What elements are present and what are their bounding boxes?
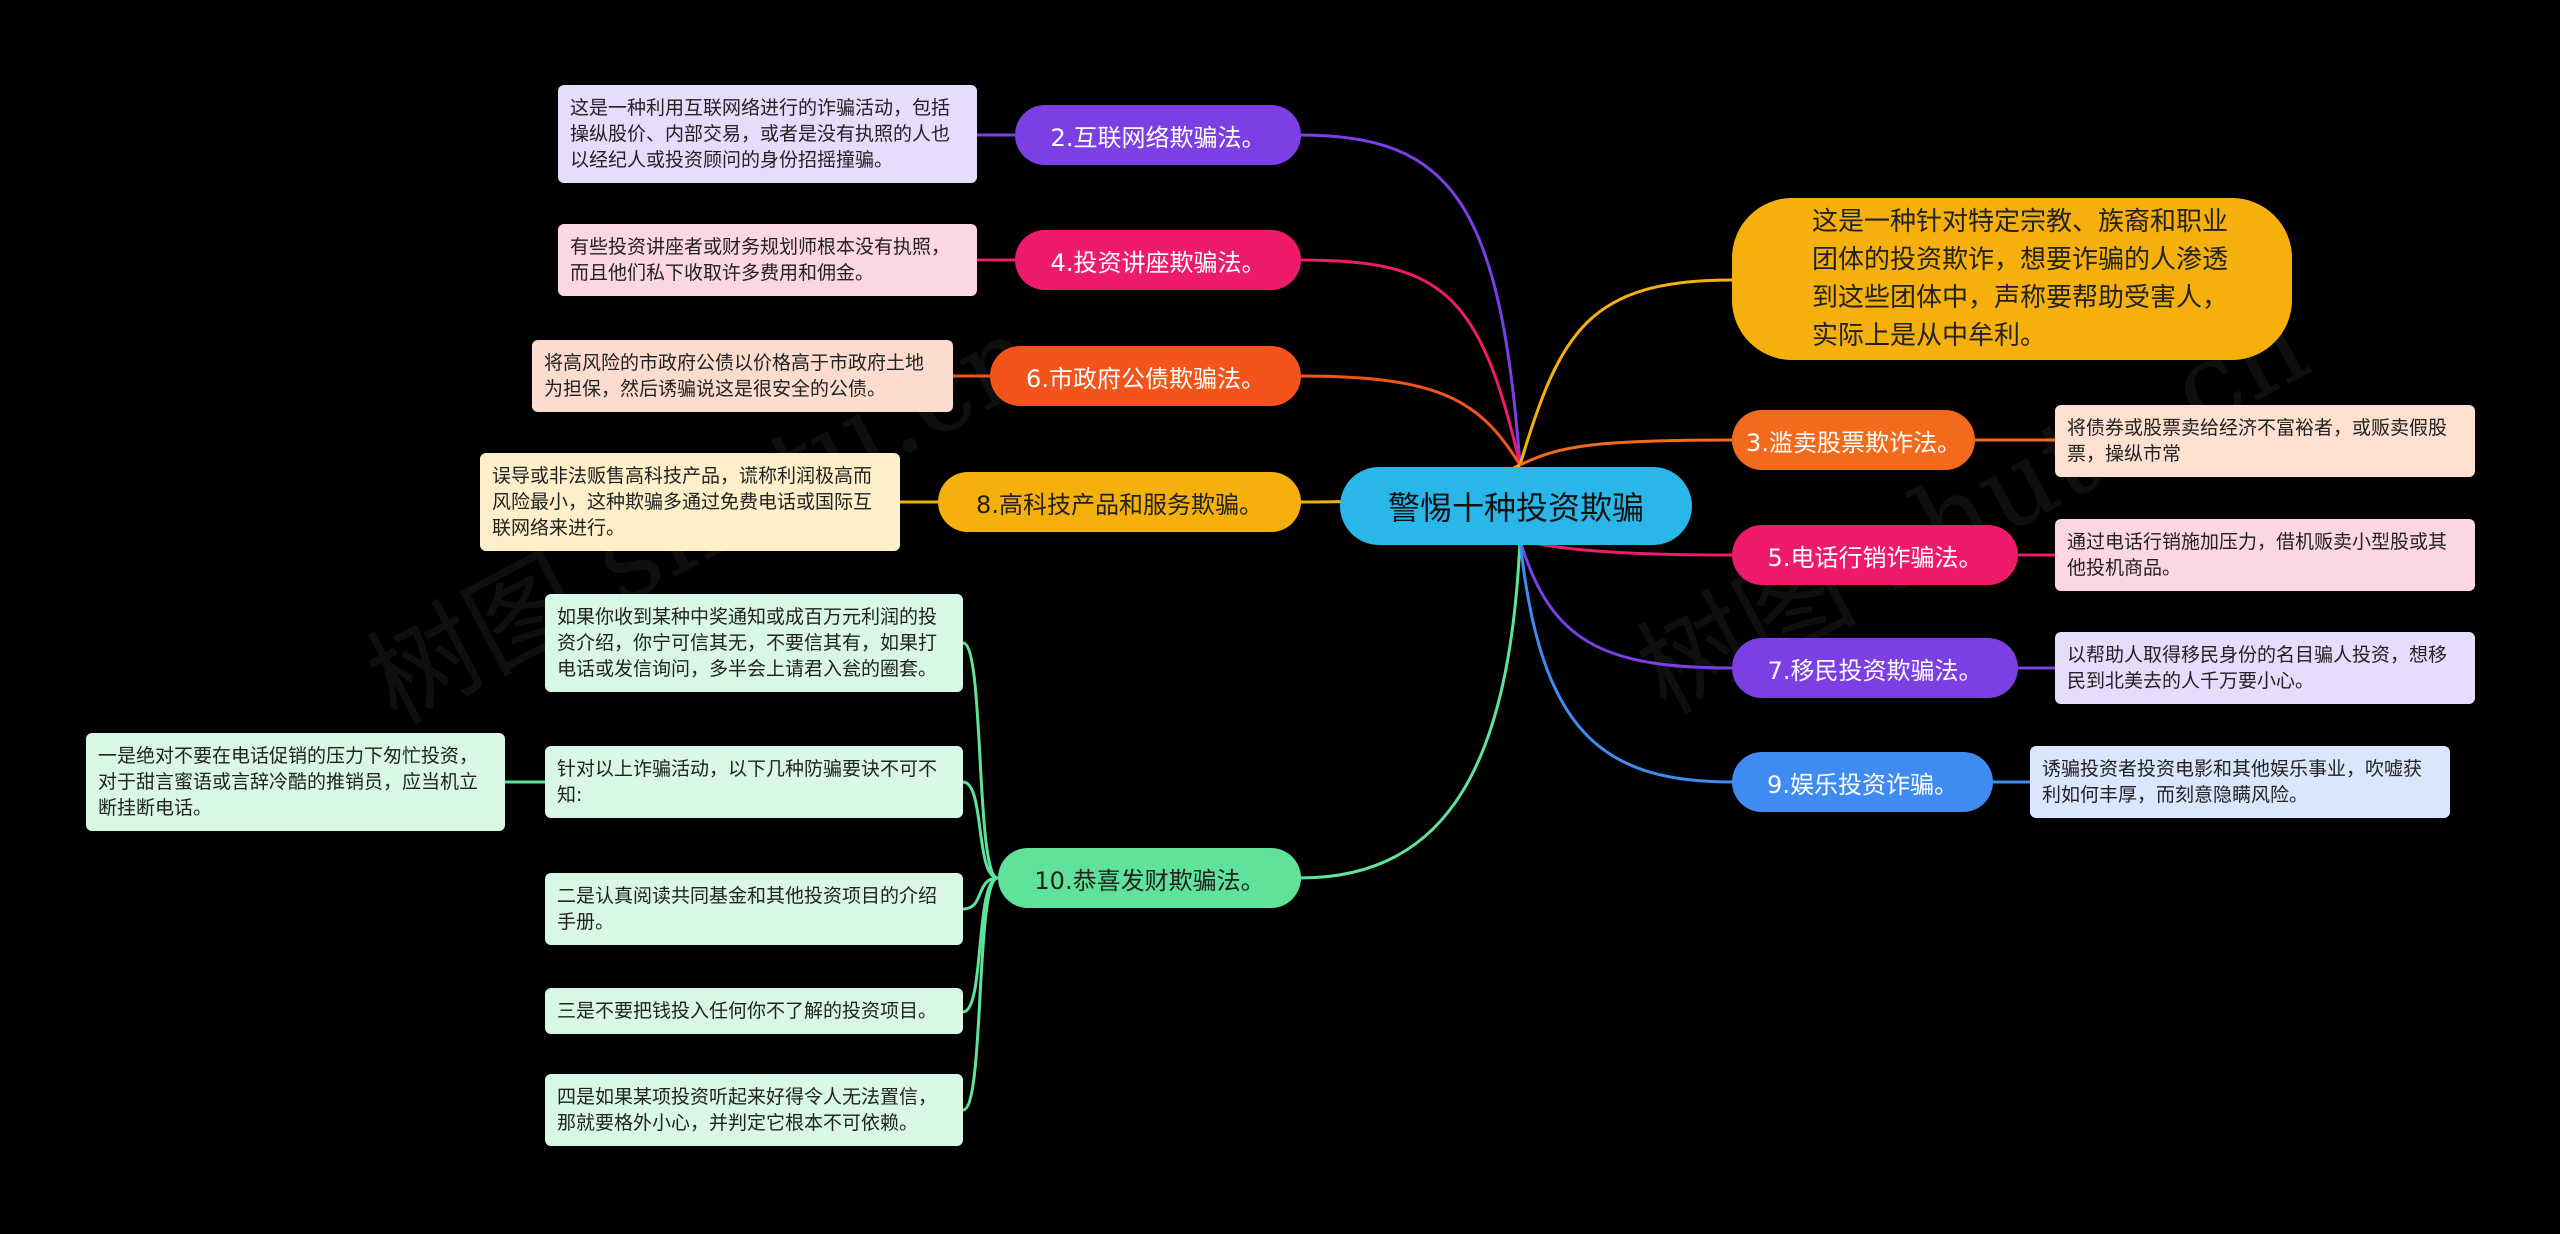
detail-entertainment-fraud: 诱骗投资者投资电影和其他娱乐事业，吹嘘获利如何丰厚，而刻意隐瞒风险。 <box>2030 746 2450 818</box>
link-bubble <box>1518 278 1733 466</box>
detail-tip-three: 三是不要把钱投入任何你不了解的投资项目。 <box>545 988 963 1034</box>
detail-hightech-fraud: 误导或非法贩售高科技产品，谎称利润极高而风险最小，这种欺骗多通过免费电话或国际互… <box>480 453 900 551</box>
detail-internet-fraud: 这是一种利用互联网络进行的诈骗活动，包括操纵股价、内部交易，或者是没有执照的人也… <box>558 85 977 183</box>
detail-tip-one: 一是绝对不要在电话促销的压力下匆忙投资，对于甜言蜜语或言辞冷酷的推销员，应当机立… <box>86 733 505 831</box>
link-10 <box>1299 539 1522 880</box>
detail-seminar-fraud: 有些投资讲座者或财务规划师根本没有执照，而且他们私下收取许多费用和佣金。 <box>558 224 977 296</box>
detail-affinity-fraud: 这是一种针对特定宗教、族裔和职业团体的投资欺诈，想要诈骗的人渗透到这些团体中，声… <box>1732 198 2292 360</box>
detail-immigration-fraud: 以帮助人取得移民身份的名目骗人投资，想移民到北美去的人千万要小心。 <box>2055 632 2475 704</box>
branch-stock-fraud[interactable]: 3.滥卖股票欺诈法。 <box>1732 410 1975 470</box>
link-4 <box>1299 258 1522 466</box>
detail-tips-intro: 针对以上诈骗活动，以下几种防骗要诀不可不知: <box>545 746 963 818</box>
link-9 <box>1518 539 1733 784</box>
branch-immigration-fraud[interactable]: 7.移民投资欺骗法。 <box>1732 638 2018 698</box>
link-7 <box>1518 539 1733 670</box>
branch-hightech-fraud[interactable]: 8.高科技产品和服务欺骗。 <box>938 472 1301 532</box>
link-3 <box>1519 438 1733 467</box>
detail-stock-fraud: 将债券或股票卖给经济不富裕者，或贩卖假股票，操纵市常 <box>2055 405 2475 477</box>
leaf-link-10a <box>962 641 999 880</box>
root-topic[interactable]: 警惕十种投资欺骗 <box>1340 467 1692 545</box>
detail-lottery-warning: 如果你收到某种中奖通知或成百万元利润的投资介绍，你宁可信其无，不要信其有，如果打… <box>545 594 963 692</box>
branch-internet-fraud[interactable]: 2.互联网络欺骗法。 <box>1015 105 1301 165</box>
branch-entertainment-fraud[interactable]: 9.娱乐投资诈骗。 <box>1732 752 1993 812</box>
leaf-link-10b <box>962 780 999 880</box>
detail-municipal-bond-fraud: 将高风险的市政府公债以价格高于市政府土地为担保，然后诱骗说这是很安全的公债。 <box>532 340 953 412</box>
branch-telemarketing-fraud[interactable]: 5.电话行销诈骗法。 <box>1732 525 2018 585</box>
leaf-link-10c <box>962 876 999 911</box>
branch-seminar-fraud[interactable]: 4.投资讲座欺骗法。 <box>1015 230 1301 290</box>
branch-lottery-fraud[interactable]: 10.恭喜发财欺骗法。 <box>998 848 1301 908</box>
link-6 <box>1299 374 1522 466</box>
leaf-link-10e <box>962 876 999 1112</box>
detail-tip-four: 四是如果某项投资听起来好得令人无法置信，那就要格外小心，并判定它根本不可依赖。 <box>545 1074 963 1146</box>
detail-telemarketing-fraud: 通过电话行销施加压力，借机贩卖小型股或其他投机商品。 <box>2055 519 2475 591</box>
branch-municipal-bond-fraud[interactable]: 6.市政府公债欺骗法。 <box>990 346 1301 406</box>
detail-tip-two: 二是认真阅读共同基金和其他投资项目的介绍手册。 <box>545 873 963 945</box>
link-2 <box>1299 133 1522 466</box>
